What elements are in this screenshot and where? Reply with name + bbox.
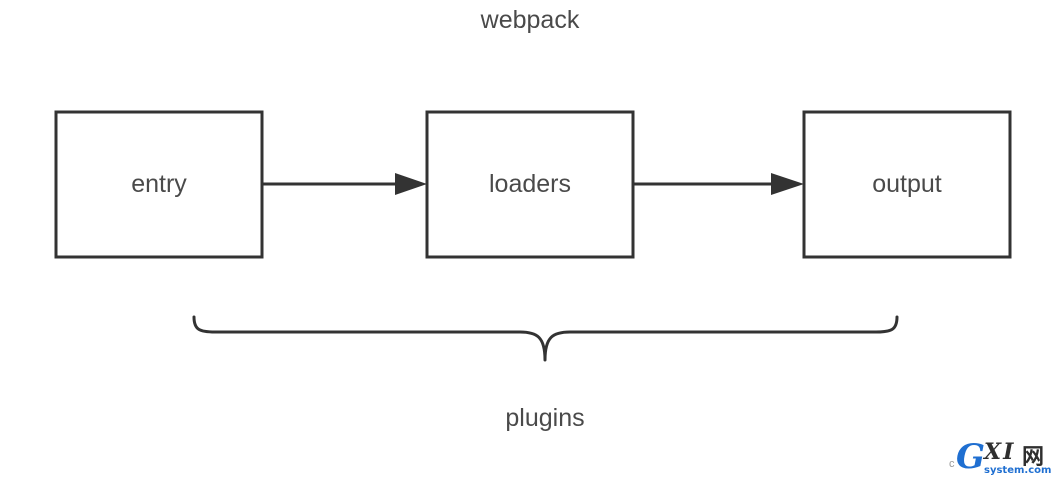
plugins-brace [192, 315, 899, 362]
node-loaders-box [425, 110, 635, 259]
watermark-prefix: c [949, 458, 955, 470]
arrowhead-entry-to-loaders [395, 173, 427, 195]
watermark-logo-cn: 网 [1022, 445, 1045, 470]
arrowhead-loaders-to-output [771, 173, 804, 195]
watermark-logo-letter: G [956, 437, 986, 477]
node-output-label: output [872, 170, 942, 198]
node-entry-box [54, 110, 264, 259]
watermark-domain: system.com [984, 465, 1052, 476]
node-output-box [802, 110, 1012, 259]
watermark-logo: c G XI 网 system.com [946, 437, 1052, 478]
node-entry-label: entry [131, 170, 187, 198]
diagram-title: webpack [480, 6, 580, 34]
watermark-logo-text: XI [984, 439, 1016, 465]
plugins-label: plugins [505, 404, 585, 432]
node-loaders-label: loaders [489, 170, 571, 198]
